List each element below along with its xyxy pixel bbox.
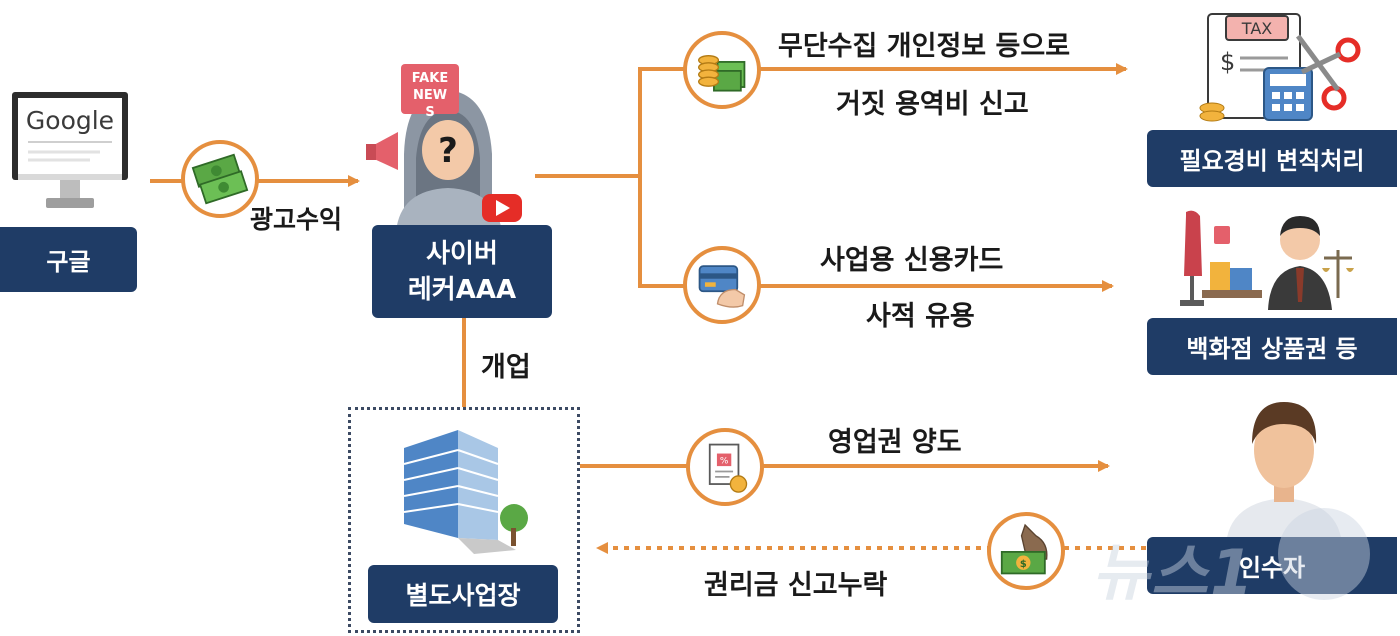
receipt-percent-icon: % — [686, 428, 764, 506]
transfer-label: 영업권 양도 — [828, 427, 962, 458]
coins-money-icon — [683, 31, 761, 109]
acquirer-label: 인수자 — [1147, 537, 1397, 594]
false-fee-line2: 거짓 용역비 신고 — [836, 89, 1029, 120]
mannequin-shopping-icon — [1172, 206, 1266, 310]
credit-card-hand-icon — [683, 246, 761, 324]
separate-business-label: 별도사업장 — [368, 565, 558, 623]
fake-news-badge: FAKE NEWS — [401, 64, 459, 120]
google-logo: Google — [25, 106, 115, 135]
false-fee-line1: 무단수집 개인정보 등으로 — [778, 31, 1071, 62]
google-label: 구글 — [0, 227, 137, 292]
svg-text:?: ? — [438, 131, 458, 171]
dept-store-label: 백화점 상품권 등 — [1147, 318, 1397, 375]
card-line2: 사적 유용 — [866, 301, 975, 332]
hooded-hacker-icon: ? FAKE NEWS — [366, 62, 526, 232]
office-building-icon — [398, 428, 534, 556]
svg-text:$: $ — [1020, 559, 1027, 570]
cyber-wrecker-label: 사이버 레커AAA — [372, 225, 552, 318]
fake-news-text: FAKE NEWS — [411, 71, 449, 120]
money-stack-icon — [181, 140, 259, 218]
man-avatar-icon — [1222, 394, 1346, 544]
ad-revenue-label: 광고수익 — [250, 205, 343, 234]
open-business-label: 개업 — [481, 352, 531, 383]
card-line1: 사업용 신용카드 — [820, 245, 1004, 276]
monitor-icon: Google — [10, 90, 130, 215]
expense-processing-label: 필요경비 변칙처리 — [1147, 130, 1397, 187]
separate-business-frame — [348, 407, 580, 633]
tax-text: TAX — [1241, 19, 1273, 38]
cyber-wrecker-line2: 레커AAA — [407, 274, 517, 305]
tax-calculator-icon: $ TAX — [1198, 6, 1368, 124]
svg-text:%: % — [720, 456, 729, 466]
businessman-scales-icon — [1262, 206, 1354, 310]
premium-omission-label: 권리금 신고누락 — [704, 570, 888, 601]
svg-text:$: $ — [1220, 48, 1235, 76]
cyber-wrecker-line1: 사이버 — [426, 238, 498, 269]
money-bag-icon: $ — [987, 512, 1065, 590]
